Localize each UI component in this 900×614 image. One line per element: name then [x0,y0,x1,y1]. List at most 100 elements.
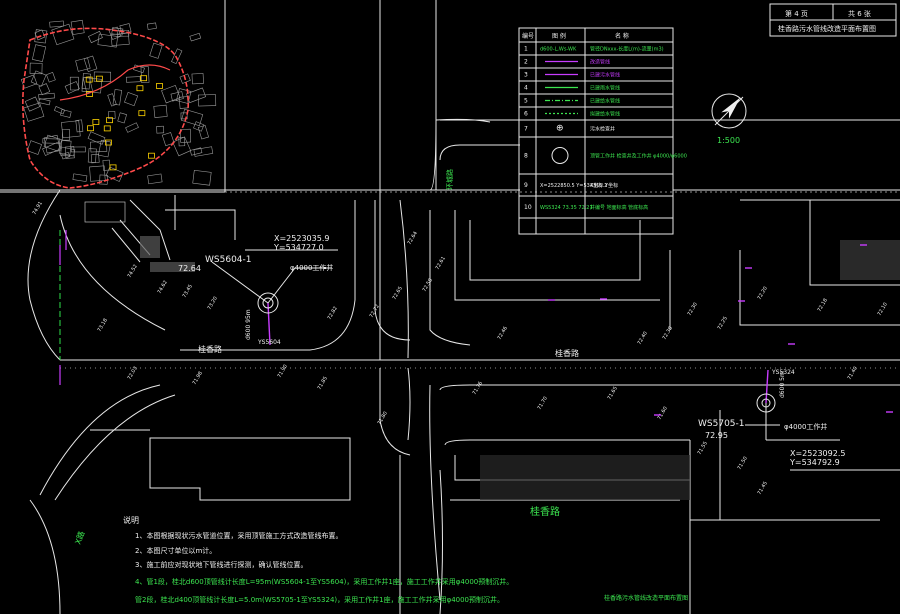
title-block: 第 4 页 共 6 张 桂香路污水管线改造平面布置图 [769,3,897,37]
legend-row-name: 拟建给水管线 [590,111,620,118]
title-cell-page: 第 4 页 [785,9,808,18]
scale-label: 1:500 [717,136,740,145]
legend-header: 图 例 [552,32,566,40]
elevation-spot: 74.52 [127,264,139,279]
elevation-spot: 72.38 [662,326,674,341]
elevation-spot: 74.62 [157,280,169,295]
elevation-spot: 71.40 [847,366,859,381]
legend-symbol: X=2522850.5 Y=534315.2 [540,183,607,189]
legend-row-number: 8 [524,153,528,160]
legend-row-number: 3 [524,72,528,79]
elevation-spot: 71.76 [472,381,484,396]
elevation-spot: 72.61 [435,256,447,271]
legend-row-number: 4 [524,85,528,92]
sewer-pipeline [59,230,769,404]
elevation-spot: 71.85 [317,376,329,391]
elevation-spot: 71.90 [277,364,289,379]
elevation-spot: 71.98 [192,371,204,386]
legend-row-name: 已建给水管线 [590,98,620,105]
road-label-vertical: 环城路 [445,169,454,190]
legend-row-name: 已建污水管线 [590,72,620,79]
notes-item-1: 1、本图根据现状污水管道位置，采用顶管施工方式改造管线布置。 [135,531,342,540]
legend-symbol: d600-L,Ws-WK [540,47,577,53]
road-label-lower: 桂香路 [530,505,560,518]
elevation-spot-labels: 74.91 74.52 74.62 73.45 73.20 73.18 72.82 72.72… [32,201,893,496]
elevation-spot: 72.25 [717,316,729,331]
elevation-spot: 71.70 [537,396,549,411]
well-2-x: X=2523092.5 [790,449,845,458]
elevation-spot: 72.58 [422,278,434,293]
legend-row-name: 井编号 地面标高 管底标高 [590,204,648,211]
notes-item-5: 管2段，桂北d400顶管线计长度L=5.0m(WS5705-1至YS5324)，… [135,595,504,604]
elevation-spot: 72.46 [497,326,509,341]
well-2-id: WS5705-1 [698,419,745,429]
well-1-link: YS5604 [257,339,281,346]
well-2-y: Y=534792.9 [789,458,840,467]
elevation-spot: 72.20 [757,286,769,301]
elevation-spot: 71.60 [657,406,669,421]
notes-item-2: 2、本图尺寸单位以m计。 [135,546,216,555]
legend-row-number: 10 [524,204,532,211]
elevation-spot: 71.50 [737,456,749,471]
elevation-spot: 71.65 [607,386,619,401]
elevation-spot: 71.45 [757,481,769,496]
legend-header: 名 称 [615,32,629,40]
legend-symbol: WS5324 73.35 72.21 [540,205,593,211]
elevation-spot: 73.18 [97,318,109,333]
well-1-pit: φ4000工作井 [290,263,333,272]
legend-row-number: 5 [524,98,528,105]
legend-row-name: 顶管工作井 检查井及工作井 φ4000/φ6000 [590,153,687,160]
elevation-spot: 72.72 [369,304,381,319]
well-1-y: Y=534727.0 [273,243,324,252]
elevation-spot: 72.10 [877,302,889,317]
well-2-pipe: d600 5m [779,371,786,398]
building-hatch [140,236,900,500]
notes-item-3: 3、施工前应对现状地下管线进行探测，确认管线位置。 [135,560,307,569]
notes-item-4: 4、管1段，桂北d600顶管线计长度L=95m(WS5604-1至YS5604)… [135,577,513,586]
legend-row-number: 1 [524,46,528,53]
legend-row-number: 2 [524,59,528,66]
north-arrow-icon [711,93,747,129]
design-notes: 说明 1、本图根据现状污水管道位置，采用顶管施工方式改造管线布置。 2、本图尺寸… [123,515,513,604]
drawing-title: 桂香路污水管线改造平面布置图 [778,24,876,33]
legend-row-name: 污水检查井 [590,126,615,133]
well-2-elev: 72.95 [705,431,728,440]
well-2-link: YS5324 [771,369,795,376]
elevation-spot: 72.03 [127,366,139,381]
well-1-pipe: d600 95m [245,309,252,340]
work-pit-symbol-icon [551,147,569,164]
work-pit-ws5705-1[interactable] [745,393,840,441]
legend-row-name: X坐标 Y坐标 [590,182,618,189]
elevation-spot: 72.18 [817,298,829,313]
well-1-x: X=2523035.9 [274,234,329,243]
road-label-west: X路 [72,530,86,546]
elevation-spot: 72.30 [687,302,699,317]
well-2-pit: φ4000工作井 [784,422,827,431]
elevation-spot: 72.40 [637,331,649,346]
elevation-spot: 72.65 [392,286,404,301]
well-1-id: WS5604-1 [205,255,252,265]
drawing-footer: 桂香路污水管线改造平面布置图 [604,594,688,602]
legend-table: 编号 图 例 名 称 1 d600-L,Ws-WK 管径DNxxx-长度L(m)-流量(m… [518,27,687,235]
legend-row-name: 改造管线 [590,59,610,66]
legend-row-number: 9 [524,182,528,189]
elevation-spot: 72.64 [407,231,419,246]
title-cell-sheets: 共 6 张 [848,9,871,18]
elevation-spot: 73.45 [182,284,194,299]
legend-row-name: 管径DNxxx-长度L(m)-流量(m3) [590,46,664,53]
elevation-spot: 74.91 [32,201,44,216]
work-pit-ws5604-1[interactable] [211,249,338,314]
road-label-main-2: 桂香路 [555,348,579,358]
legend-header: 编号 [522,32,534,40]
elevation-spot: 73.20 [207,296,219,311]
notes-heading: 说明 [123,515,139,525]
road-label-main: 桂香路 [198,344,222,354]
legend-row-number: 6 [524,111,528,118]
elevation-spot: 72.82 [327,306,339,321]
legend-symbol: ⊕ [556,124,564,134]
legend-row-name: 已建雨水管线 [590,85,620,92]
key-map [0,0,226,193]
elevation-spot: 71.55 [697,441,709,456]
